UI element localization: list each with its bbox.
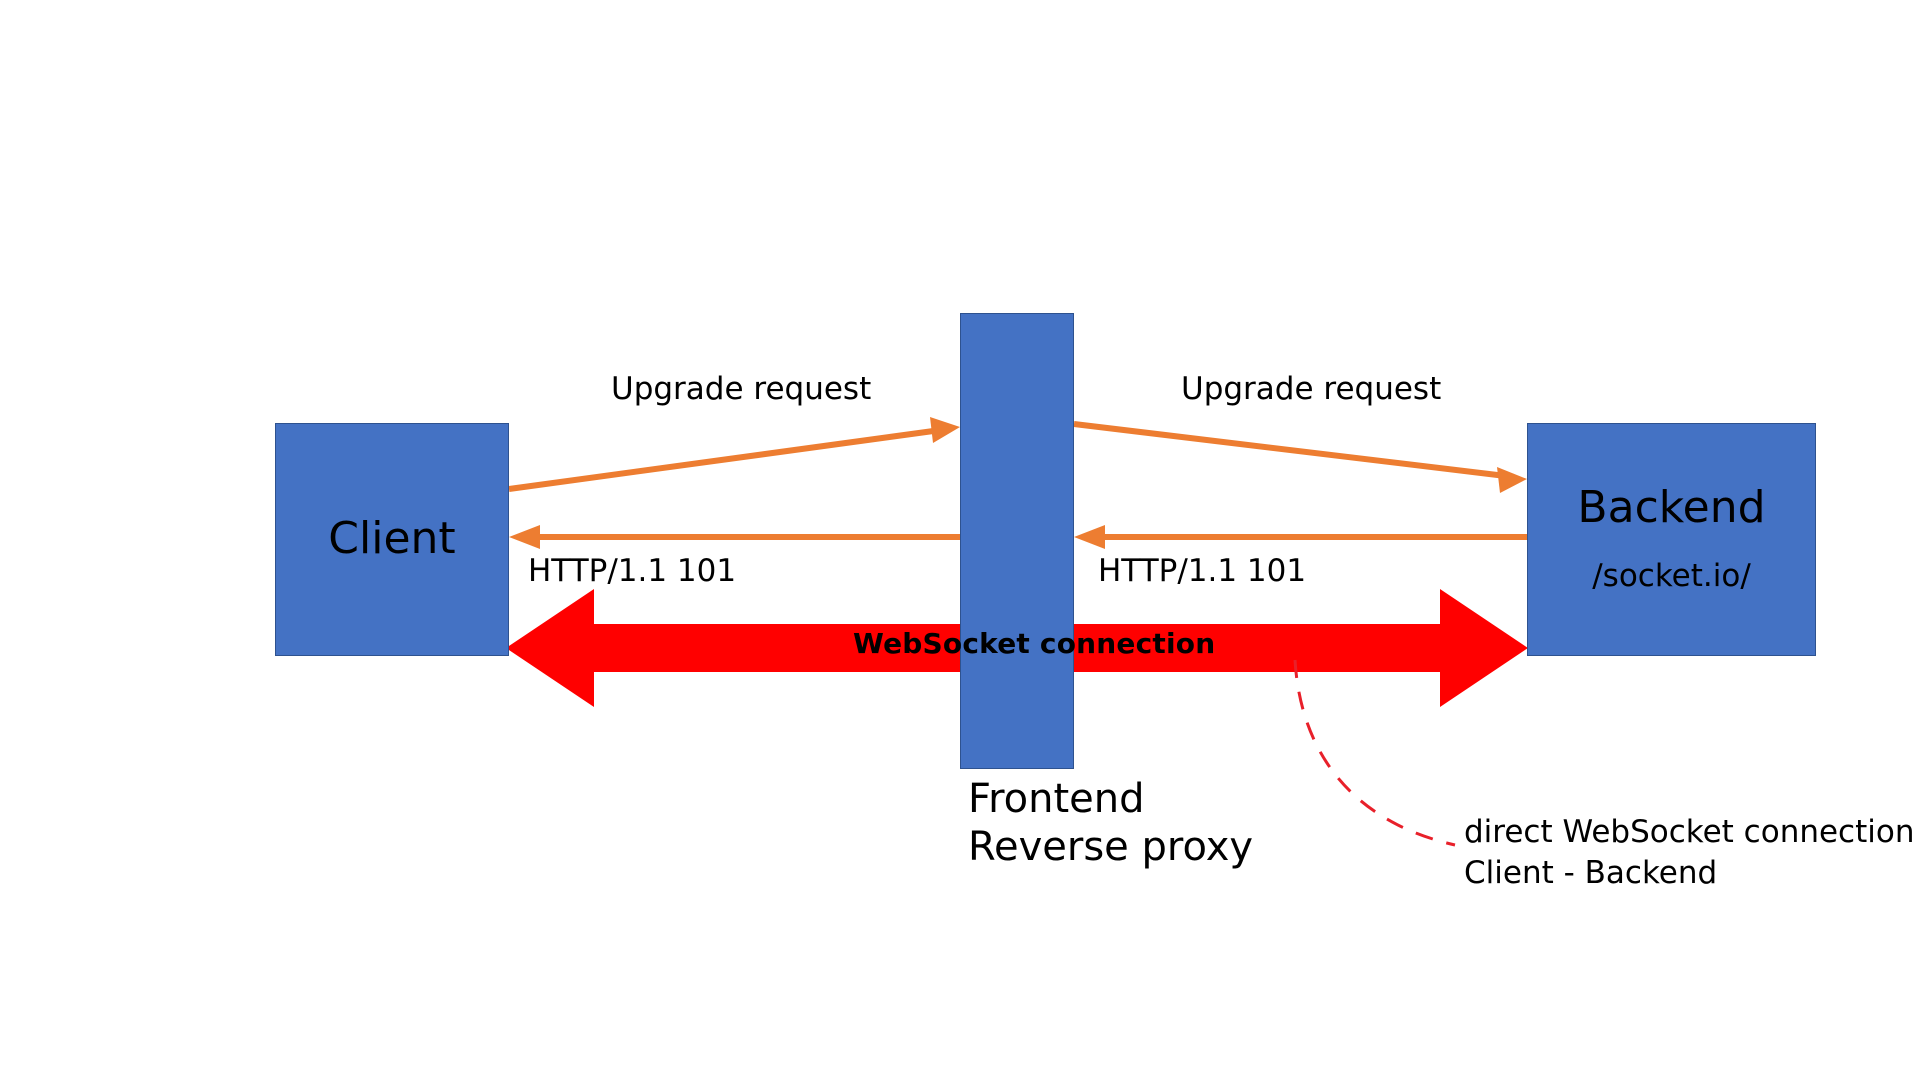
- arrow-upgrade-client-to-proxy: [508, 417, 960, 492]
- edge-label-upgrade-right: Upgrade request: [1181, 371, 1442, 407]
- node-client[interactable]: Client: [275, 423, 509, 656]
- node-client-title: Client: [328, 513, 456, 565]
- edge-label-http101-right: HTTP/1.1 101: [1098, 553, 1307, 589]
- node-backend[interactable]: Backend /socket.io/: [1527, 423, 1816, 656]
- annotation-direct-websocket-note: direct WebSocket connection Client - Bac…: [1464, 814, 1915, 891]
- edge-label-upgrade-left: Upgrade request: [611, 371, 872, 407]
- edge-label-websocket-connection: WebSocket connection: [853, 627, 1216, 660]
- callout-dashed-curve: [1293, 659, 1456, 847]
- arrow-http101-proxy-to-client: [509, 525, 963, 549]
- node-proxy-caption: Frontend Reverse proxy: [968, 776, 1254, 870]
- node-frontend-reverse-proxy[interactable]: [960, 313, 1074, 769]
- node-backend-subtitle: /socket.io/: [1592, 557, 1751, 594]
- arrow-upgrade-proxy-to-backend: [1073, 421, 1527, 493]
- node-backend-title: Backend: [1577, 482, 1766, 534]
- arrow-http101-backend-to-proxy: [1074, 525, 1527, 549]
- edge-label-http101-left: HTTP/1.1 101: [528, 553, 737, 589]
